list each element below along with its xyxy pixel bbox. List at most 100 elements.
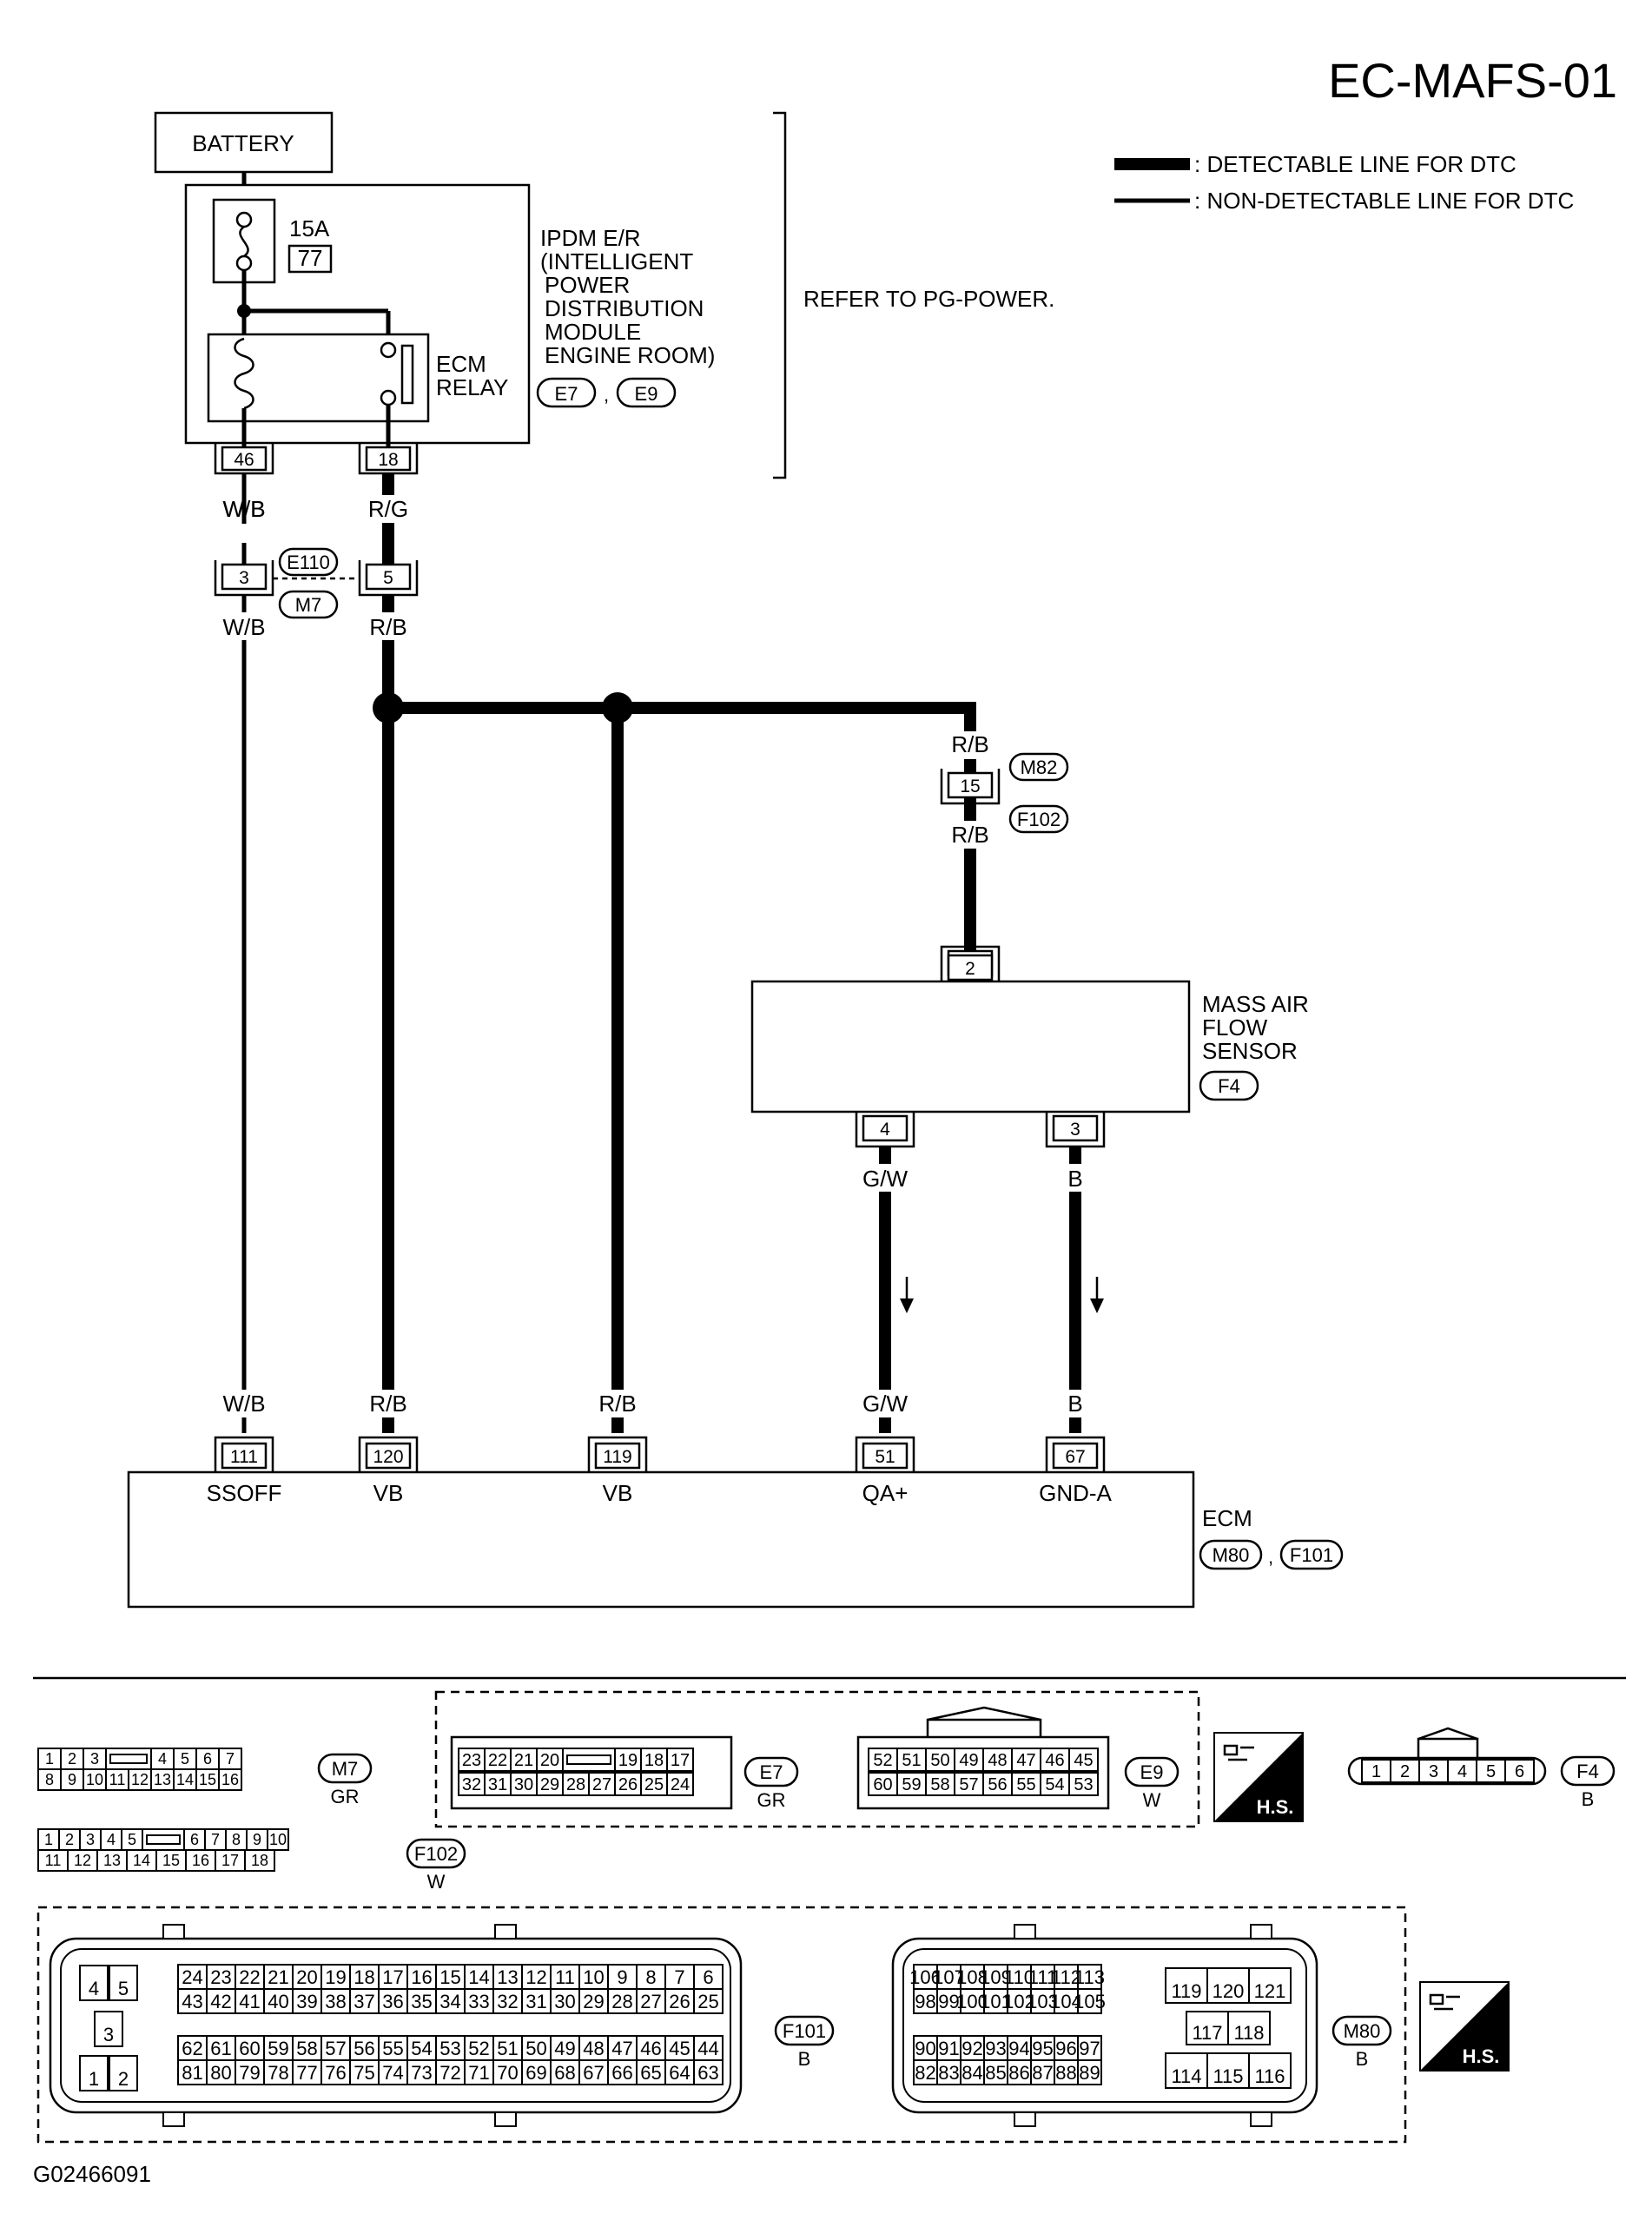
pin-label: 23: [210, 1966, 231, 1988]
pin-label: 53: [1074, 1775, 1093, 1794]
fuse-number-box: [287, 244, 333, 274]
pin-label: 54: [411, 2038, 432, 2059]
pin-label: 15: [162, 1852, 180, 1869]
maf-pin-3: 3: [1045, 1112, 1106, 1148]
joint-pin-3: 3: [214, 560, 274, 597]
pin-label: 3: [1429, 1762, 1438, 1781]
pin-label: 22: [239, 1966, 260, 1988]
pin-label: 92: [961, 2038, 982, 2059]
connector-id-tag: [774, 2015, 835, 2046]
pin-label: 13: [154, 1771, 171, 1788]
svg-text:W/B: W/B: [222, 496, 265, 522]
svg-text:2: 2: [965, 959, 975, 979]
maf-pin-4: 4: [855, 1112, 915, 1148]
pin-label: 9: [68, 1771, 76, 1788]
pin-label: 99: [938, 1991, 959, 2012]
ipdm-label-4: DISTRIBUTION: [545, 295, 704, 321]
pin-label: 82: [915, 2062, 935, 2084]
maf-pin-2-overlay: 2: [947, 954, 994, 981]
pin-label: 31: [525, 1991, 546, 2012]
pin-label: 10: [583, 1966, 604, 1988]
connector-color: GR: [331, 1786, 360, 1807]
page-title: EC-MAFS-01: [1328, 53, 1617, 108]
pin-label: 11: [555, 1966, 575, 1988]
pin-label: 85: [985, 2062, 1006, 2084]
pin-label: 50: [525, 2038, 546, 2059]
pin-label: 111: [1028, 1966, 1057, 1988]
connector-id-tag: [1560, 1755, 1616, 1787]
pin-label: 46: [640, 2038, 661, 2059]
pin-label: 11: [109, 1771, 126, 1788]
ecm-pin-51: 51: [855, 1436, 915, 1472]
pin-label: 1: [45, 1750, 54, 1768]
pin-label: 12: [74, 1852, 91, 1869]
pin-label: 49: [554, 2038, 575, 2059]
wire-label-rb-4: R/B: [369, 1391, 406, 1417]
pin-label: 98: [915, 1991, 935, 2012]
pin-label: 121: [1254, 1980, 1286, 2002]
pin-label: 13: [103, 1852, 121, 1869]
connector-color: B: [798, 2048, 811, 2070]
wire-label-wb-3: W/B: [222, 1391, 265, 1417]
pin-label: 16: [221, 1771, 239, 1788]
ipdm-pin-18: 18: [358, 443, 419, 475]
ipdm-label-5: MODULE: [545, 319, 641, 345]
ecm-box: [127, 1470, 1195, 1609]
pin-label: 65: [640, 2062, 661, 2084]
pin-label: 79: [239, 2062, 260, 2084]
pin-label: 45: [1074, 1751, 1093, 1770]
pin-label: 53: [439, 2038, 460, 2059]
battery-label: BATTERY: [192, 130, 294, 156]
pin-label: 6: [190, 1831, 199, 1848]
pin-label: 52: [468, 2038, 489, 2059]
pin-label: 24: [671, 1775, 690, 1794]
pin-label: 18: [251, 1852, 268, 1869]
wire-label-rb-3: R/B: [951, 822, 988, 848]
pin-label: 20: [296, 1966, 317, 1988]
pin-label: 66: [611, 2062, 632, 2084]
pin-label: 1: [1371, 1762, 1381, 1781]
pin-label: 9: [253, 1831, 261, 1848]
svg-text:51: 51: [875, 1447, 895, 1467]
legend-non-detectable: : NON-DETECTABLE LINE FOR DTC: [1194, 188, 1574, 214]
pin-label: 6: [1515, 1762, 1524, 1781]
pin-label: 84: [961, 2062, 982, 2084]
pin-label: 38: [325, 1991, 346, 2012]
pin-label: 58: [296, 2038, 317, 2059]
pin-label: 83: [938, 2062, 959, 2084]
pin-label: 87: [1032, 2062, 1053, 2084]
pin-label: 56: [988, 1775, 1007, 1794]
pin-label: 69: [525, 2062, 546, 2084]
pin-label: 101: [980, 1991, 1012, 2012]
pin-label: 19: [325, 1966, 346, 1988]
pin-label: 6: [703, 1966, 713, 1988]
pin-label: 3: [103, 2024, 114, 2045]
svg-text:H.S.: H.S.: [1463, 2045, 1500, 2067]
wire-label-rg: R/G: [368, 496, 408, 522]
pin-label: 5: [1486, 1762, 1496, 1781]
connector-id: F4: [1576, 1761, 1599, 1782]
ipdm-label-6: ENGINE ROOM): [545, 342, 715, 368]
legend-detectable: : DETECTABLE LINE FOR DTC: [1194, 151, 1517, 177]
pin-label: 52: [873, 1751, 892, 1770]
ecm-signal-vb-1: VB: [373, 1480, 404, 1506]
pin-label: 7: [226, 1750, 235, 1768]
relay-coil-icon: [234, 337, 254, 410]
ecm-pin-120: 120: [358, 1436, 419, 1472]
figure-code: G02466091: [33, 2161, 151, 2187]
pin-label: 36: [382, 1991, 403, 2012]
pin-label: 31: [488, 1775, 507, 1794]
pin-label: 102: [1003, 1991, 1035, 2012]
pin-label: 106: [909, 1966, 942, 1988]
pin-label: 15: [199, 1771, 216, 1788]
ecm-pin-67: 67: [1045, 1436, 1106, 1472]
pin-label: 103: [1027, 1991, 1059, 2012]
pin-label: 21: [268, 1966, 288, 1988]
pin-label: 61: [210, 2038, 231, 2059]
svg-text:3: 3: [1070, 1120, 1080, 1140]
refer-note: REFER TO PG-POWER.: [803, 286, 1054, 312]
pin-label: 117: [1192, 2022, 1222, 2044]
